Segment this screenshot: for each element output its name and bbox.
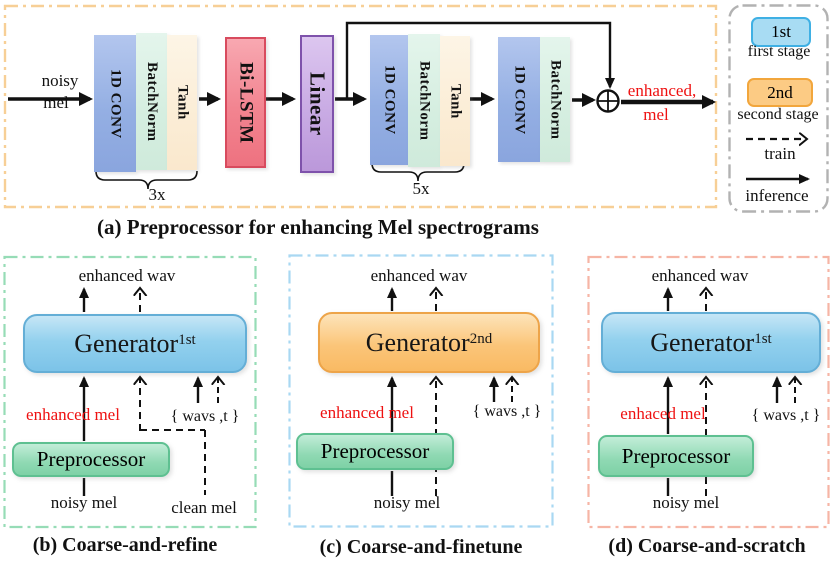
block-conv-3-label: 1D CONV: [511, 64, 528, 135]
input-label-noisy: noisy: [41, 71, 79, 90]
block-batchnorm-1: BatchNorm: [136, 33, 167, 170]
b-wavs-label: { wavs ,t }: [170, 408, 240, 425]
panel-a-border: [3, 4, 718, 209]
block-conv-2: 1D CONV: [370, 35, 408, 165]
block-batchnorm-1-label: BatchNorm: [144, 61, 160, 142]
panel-a-caption: (a) Preprocessor for enhancing Mel spect…: [97, 215, 539, 239]
input-label-mel: mel: [43, 93, 69, 112]
block-bilstm-label: Bi-LSTM: [235, 61, 257, 144]
sum-plus-icon: [597, 90, 619, 112]
block-tanh-1-label: Tanh: [174, 85, 191, 120]
d-preprocessor-label: Preprocessor: [621, 443, 731, 468]
block-conv-1: 1D CONV: [94, 35, 136, 172]
b-preprocessor-box: Preprocessor: [12, 442, 170, 477]
legend-inference-label: inference: [745, 186, 809, 205]
c-preprocessor-box: Preprocessor: [296, 433, 454, 470]
block-batchnorm-2-label: BatchNorm: [416, 60, 433, 141]
legend-border: [728, 4, 829, 213]
d-preprocessor-box: Preprocessor: [598, 435, 754, 477]
c-generator-box: Generator2nd: [318, 312, 540, 373]
legend-first-stage-label: first stage: [747, 43, 811, 60]
d-noisy-mel-label: noisy mel: [652, 493, 720, 512]
b-preprocessor-label: Preprocessor: [36, 447, 146, 471]
c-enhanced-mel-label: enhanced mel: [320, 403, 414, 422]
block-tanh-2-label: Tanh: [447, 83, 464, 119]
repeat-3x-label: 3x: [148, 185, 166, 204]
skip-connection-arrow: [345, 21, 615, 99]
block-linear: Linear: [300, 35, 334, 173]
panel-b-caption: (b) Coarse-and-refine: [32, 534, 218, 556]
d-enhanced-wav-label: enhanced wav: [651, 266, 749, 285]
panel-d-caption: (d) Coarse-and-scratch: [608, 535, 806, 557]
output-label-enhanced: enhanced,: [627, 81, 697, 100]
panel-c-caption: (c) Coarse-and-finetune: [319, 536, 523, 558]
b-generator-label: Generator1st: [74, 328, 196, 358]
b-noisy-mel-label: noisy mel: [50, 493, 118, 512]
block-tanh-1: Tanh: [167, 35, 197, 170]
c-wavs-label: { wavs ,t }: [472, 403, 542, 420]
d-generator-box: Generator1st: [601, 312, 821, 373]
block-tanh-2: Tanh: [440, 36, 470, 166]
b-generator-box: Generator1st: [23, 314, 247, 373]
legend-second-chip: 2nd: [747, 78, 813, 107]
block-bilstm: Bi-LSTM: [225, 37, 266, 168]
legend-first-chip-label: 1st: [771, 22, 791, 41]
legend-second-stage-label: second stage: [737, 106, 819, 123]
d-wavs-label: { wavs ,t }: [751, 407, 821, 424]
brace-5x: [371, 162, 465, 182]
repeat-5x-label: 5x: [412, 179, 430, 198]
c-preprocessor-label: Preprocessor: [320, 439, 430, 463]
block-linear-label: Linear: [305, 72, 330, 136]
output-label-mel: mel: [643, 105, 669, 124]
block-batchnorm-2: BatchNorm: [408, 34, 440, 167]
block-conv-3: 1D CONV: [498, 37, 540, 162]
b-enhanced-wav-label: enhanced wav: [78, 266, 176, 285]
panel-d-border: [587, 255, 830, 529]
b-clean-mel-label: clean mel: [171, 498, 237, 517]
legend-train-label: train: [764, 144, 796, 163]
b-generator-sup: 1st: [178, 331, 196, 348]
b-enhanced-mel-label: enhanced mel: [26, 405, 120, 424]
panel-c-border: [288, 254, 554, 528]
c-enhanced-wav-label: enhanced wav: [370, 266, 468, 285]
c-noisy-mel-label: noisy mel: [373, 493, 441, 512]
block-conv-2-label: 1D CONV: [381, 65, 398, 135]
legend-first-chip: 1st: [751, 17, 811, 47]
legend-second-chip-label: 2nd: [767, 82, 793, 102]
block-conv-1-label: 1D CONV: [107, 68, 124, 139]
d-generator-sup: 1st: [754, 330, 772, 347]
block-batchnorm-3: BatchNorm: [540, 37, 570, 162]
d-generator-label: Generator1st: [650, 327, 772, 357]
c-generator-label: Generator2nd: [365, 327, 493, 357]
block-batchnorm-3-label: BatchNorm: [547, 59, 564, 140]
brace-3x: [95, 170, 198, 190]
d-enhanced-mel-label: enhaced mel: [620, 404, 706, 423]
c-generator-sup: 2nd: [469, 330, 493, 347]
